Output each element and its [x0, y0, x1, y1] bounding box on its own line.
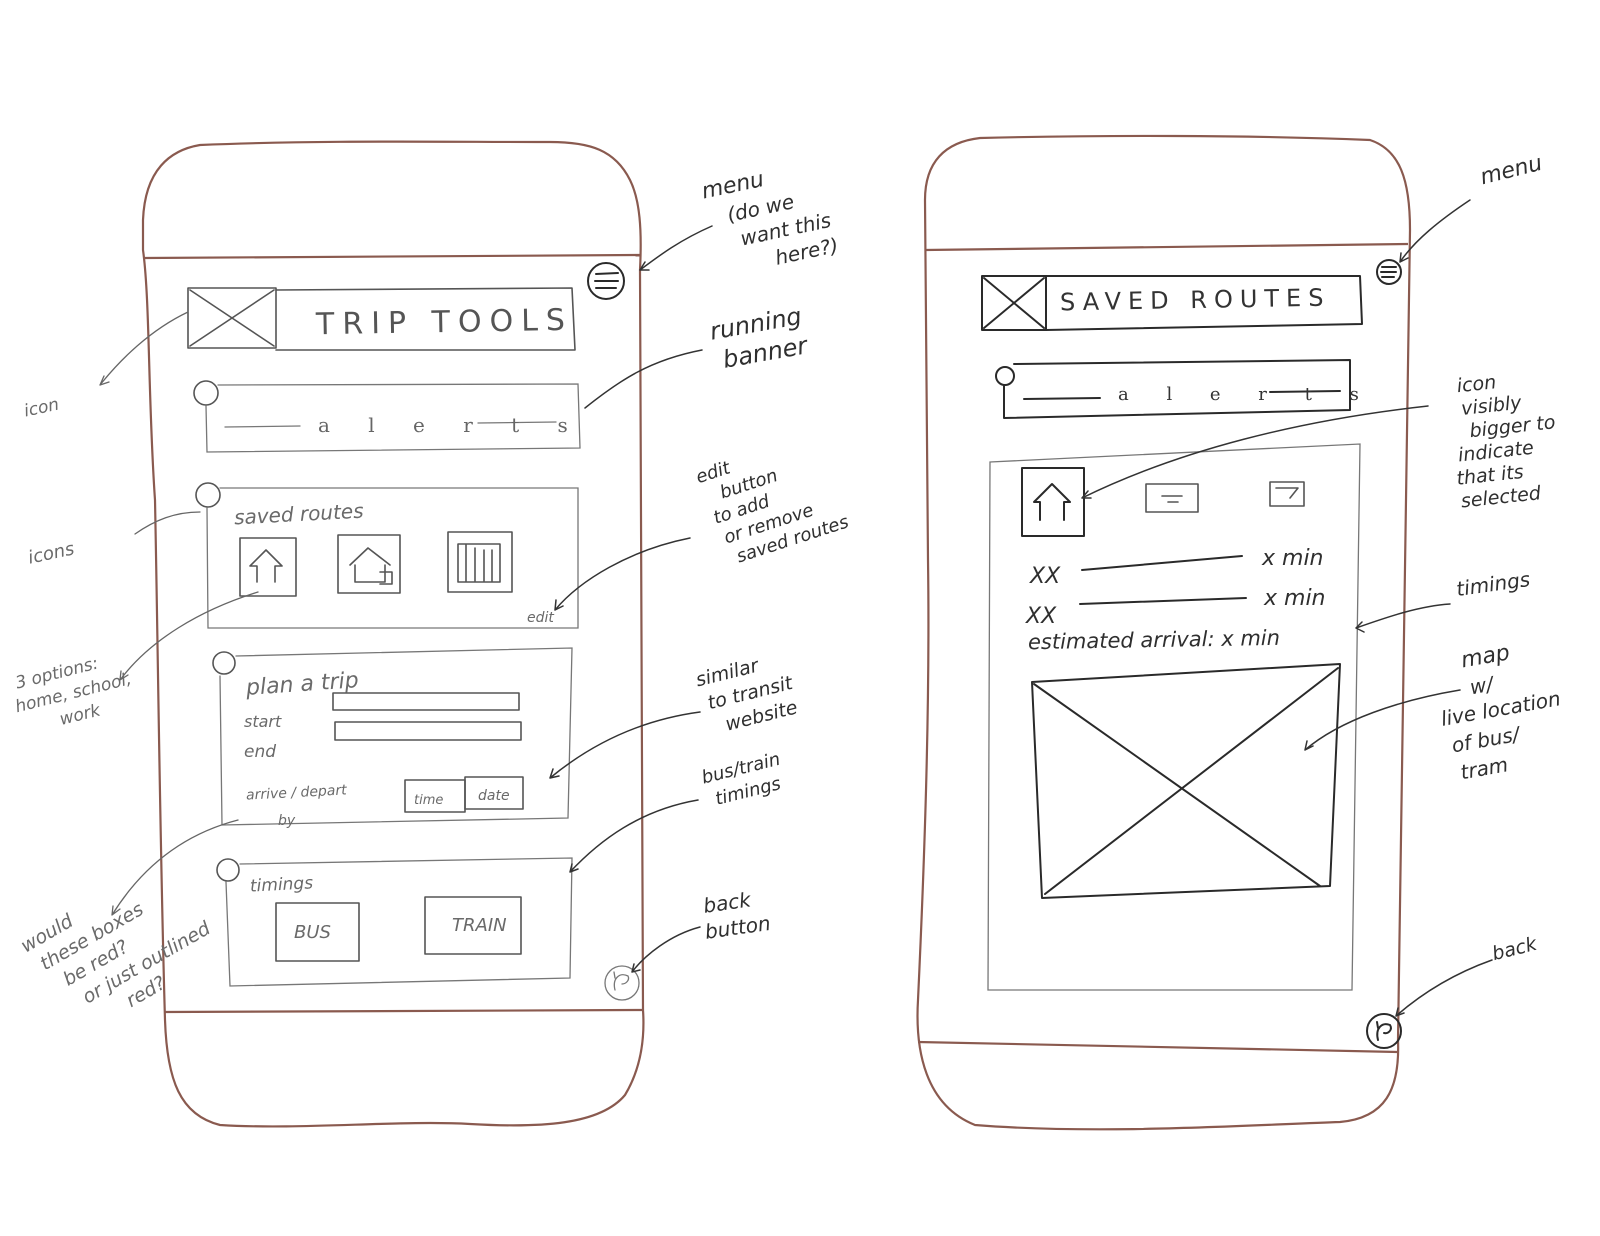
school-route-icon[interactable]: [337, 534, 401, 594]
arrow-icon: [99, 311, 189, 386]
left-alerts-banner: [193, 380, 581, 453]
left-top-divider: [144, 253, 641, 260]
annotation-icon-bigger: icon visibly bigger to indicate that its…: [1455, 371, 1557, 513]
bus-button[interactable]: BUS: [294, 922, 331, 943]
start-label: start: [244, 712, 282, 731]
arrow-three-options: [119, 591, 259, 681]
arrow-menu-right: [1399, 199, 1471, 263]
route-line-2: [1079, 597, 1247, 605]
estimated-arrival: estimated arrival: x min: [1027, 625, 1281, 655]
left-page-title: TRIP TOOLS: [315, 302, 574, 343]
home-route-icon[interactable]: [239, 537, 297, 597]
left-title-bar: [187, 287, 576, 351]
work-route-icon[interactable]: [447, 531, 513, 593]
school-route-icon-small[interactable]: [1145, 483, 1199, 513]
left-saved-routes-section: [195, 482, 579, 629]
arrow-running-banner: [584, 349, 703, 409]
right-alerts-label: a l e r t s: [1118, 384, 1375, 405]
saved-routes-label: saved routes: [233, 498, 365, 530]
arrow-icons: [134, 511, 201, 535]
arrow-back-right: [1395, 959, 1493, 1017]
home-route-icon-selected[interactable]: [1021, 467, 1085, 537]
right-route-panel: [987, 443, 1361, 991]
route-row-2-value: x min: [1264, 586, 1326, 611]
bus-button-outline: [275, 902, 360, 962]
left-plan-trip-section: [212, 647, 573, 826]
route-line-1: [1081, 555, 1243, 571]
right-bottom-divider: [917, 1040, 1399, 1054]
date-field: [464, 776, 524, 810]
arrow-icon-bigger: [1081, 405, 1429, 499]
left-menu-icon[interactable]: [587, 262, 625, 300]
route-row-1-value: x min: [1262, 546, 1324, 571]
right-alerts-banner: [995, 359, 1351, 419]
route-row-2-label: XX: [1026, 604, 1057, 629]
arrive-depart-by-label: by: [278, 813, 296, 829]
left-bottom-divider: [164, 1008, 644, 1014]
work-route-icon-small[interactable]: [1269, 481, 1305, 507]
train-button[interactable]: TRAIN: [452, 915, 507, 936]
arrow-menu-left: [639, 225, 713, 271]
right-title-bar: [981, 275, 1363, 331]
arrow-back-button: [631, 926, 701, 973]
left-logo-placeholder: [187, 287, 277, 349]
right-page-title: SAVED ROUTES: [1059, 283, 1331, 317]
arrow-map: [1304, 689, 1461, 751]
arrow-similar: [549, 711, 701, 779]
arrow-would-boxes: [111, 819, 239, 916]
left-phone-outline: [141, 140, 645, 1128]
left-back-button[interactable]: [604, 965, 640, 1001]
time-field-label[interactable]: time: [414, 793, 444, 808]
right-phone: [916, 134, 1493, 1131]
right-logo-placeholder: [981, 275, 1047, 331]
right-menu-icon[interactable]: [1376, 259, 1402, 285]
end-input: [334, 721, 522, 741]
arrow-timings-right: [1355, 603, 1451, 633]
train-button-outline: [424, 896, 522, 955]
start-input: [332, 692, 520, 711]
right-back-button[interactable]: [1366, 1013, 1402, 1049]
annotation-map: map w/ live location of bus/ tram: [1439, 640, 1563, 785]
route-row-1-label: XX: [1030, 564, 1061, 589]
left-timings-section: [216, 857, 573, 987]
edit-button[interactable]: edit: [527, 610, 554, 626]
annotation-back-button: back button: [701, 887, 773, 944]
arrow-bus-train: [569, 799, 699, 873]
left-phone: [99, 140, 713, 1128]
date-field-label[interactable]: date: [478, 788, 510, 804]
arrow-edit-button: [554, 537, 691, 611]
live-map-placeholder: [1031, 663, 1341, 899]
right-phone-outline: [916, 134, 1412, 1131]
left-alerts-label: a l e r t s: [318, 413, 584, 437]
right-top-divider: [924, 242, 1409, 252]
end-label: end: [244, 742, 277, 762]
timings-label: timings: [249, 873, 314, 897]
